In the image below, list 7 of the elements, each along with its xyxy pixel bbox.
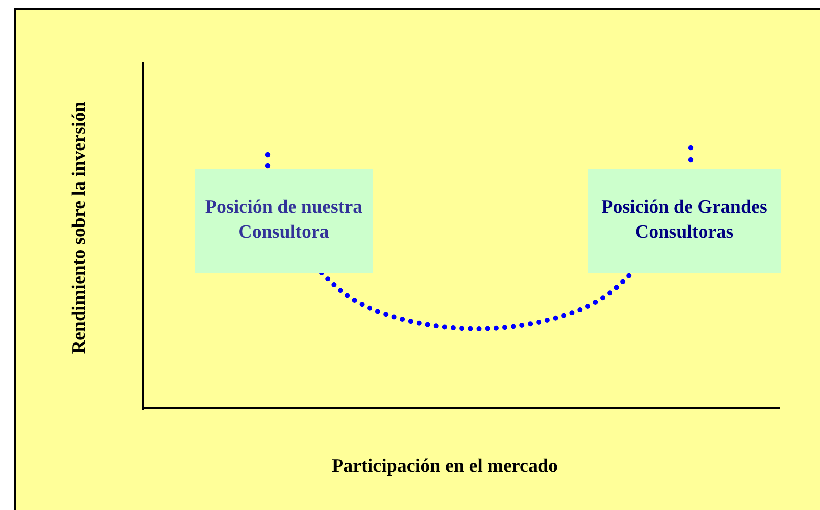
position-box bbox=[588, 169, 781, 273]
box-label: Posición de Grandes Consultoras bbox=[600, 196, 768, 245]
y-axis-title: Rendimiento sobre la inversión bbox=[69, 102, 91, 354]
box-label: Posición de nuestra Consultora bbox=[204, 196, 364, 245]
position-box bbox=[195, 169, 373, 273]
x-axis-title: Participación en el mercado bbox=[332, 456, 558, 478]
dotted-curve bbox=[320, 270, 634, 332]
